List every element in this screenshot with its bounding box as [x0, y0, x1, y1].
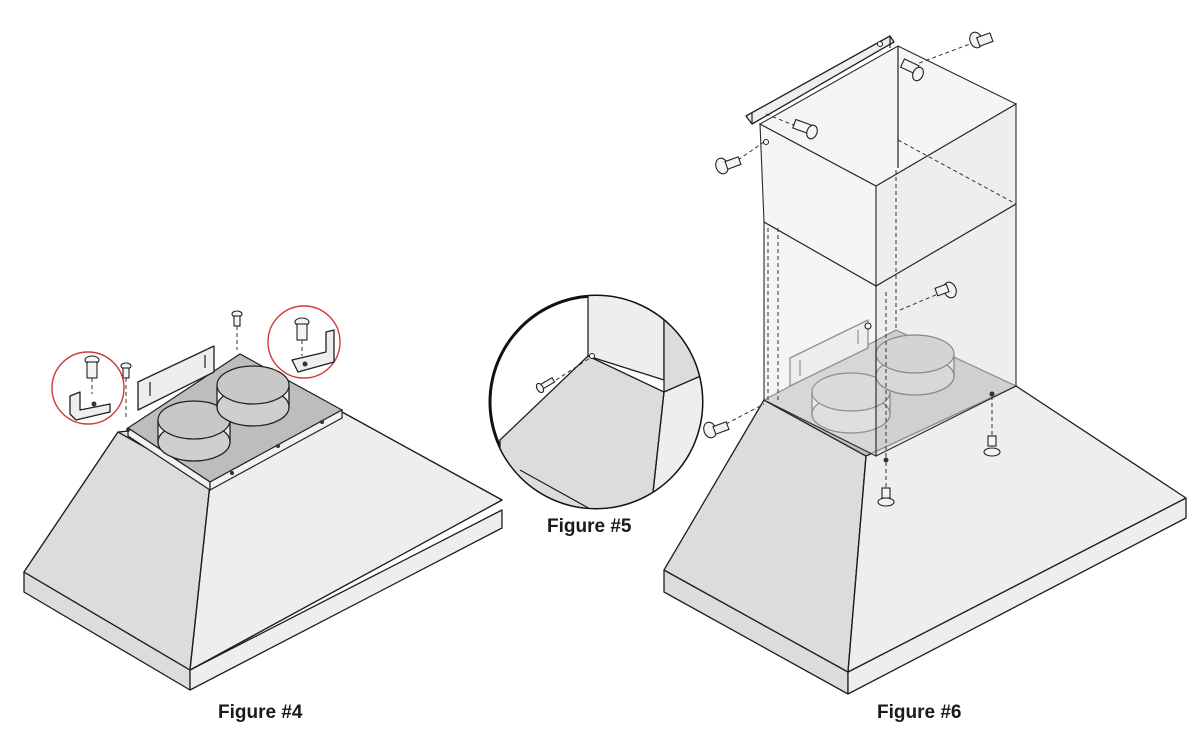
fig4-screw-holes: [126, 420, 324, 475]
fig6-hidden-edge-1: [897, 139, 1017, 205]
fig6-screw-top-bolt: [899, 58, 924, 82]
figure-4-hood-with-brackets: [23, 305, 503, 691]
fig6-upper-chimney-back: [758, 45, 1018, 187]
fig6-small-fasteners: [763, 41, 995, 463]
fig4-red-highlight-ring-left: [51, 351, 125, 425]
fig4-screw-top: [231, 310, 243, 350]
fig4-red-highlight-ring-right: [267, 305, 341, 379]
figure-6-caption: Figure #6: [877, 702, 962, 723]
fig4-skirt-front: [189, 509, 503, 691]
fig6-corner-edge: [847, 455, 867, 673]
figure-4-caption: Figure #4: [218, 702, 303, 723]
figure-5-caption: Figure #5: [547, 516, 632, 537]
fig4-screw-mid: [120, 362, 132, 420]
fig5-hood-slope: [499, 355, 665, 508]
fig4-corner-edge: [189, 483, 211, 671]
fig6-screw-right-mid: [899, 281, 957, 311]
fig6-screw-left-upper: [715, 141, 765, 175]
fig6-screw-bracket-mid: [765, 113, 818, 140]
fig5-screw: [535, 377, 556, 394]
fig6-top-bracket: [745, 35, 895, 125]
fig4-collar-front: [209, 408, 343, 492]
fig4-bracket-callout-right: [267, 305, 341, 379]
fig4-bracket-callout-left: [51, 351, 125, 425]
figure-6-chimney-install: [663, 31, 1187, 695]
fig6-screw-top-right: [905, 31, 994, 69]
figure-5-detail-zoom: [488, 294, 704, 510]
fig5-skirt-line: [519, 469, 611, 508]
fig4-mounting-plate: [137, 345, 215, 411]
fig4-duct-left: [157, 400, 231, 462]
fig6-bolt-under-1: [877, 462, 895, 507]
fig6-screw-left-lower: [703, 403, 765, 439]
fig5-chimney-side: [663, 296, 702, 393]
fig6-bolt-under-2: [983, 396, 1001, 457]
fig4-duct-right: [216, 365, 290, 427]
